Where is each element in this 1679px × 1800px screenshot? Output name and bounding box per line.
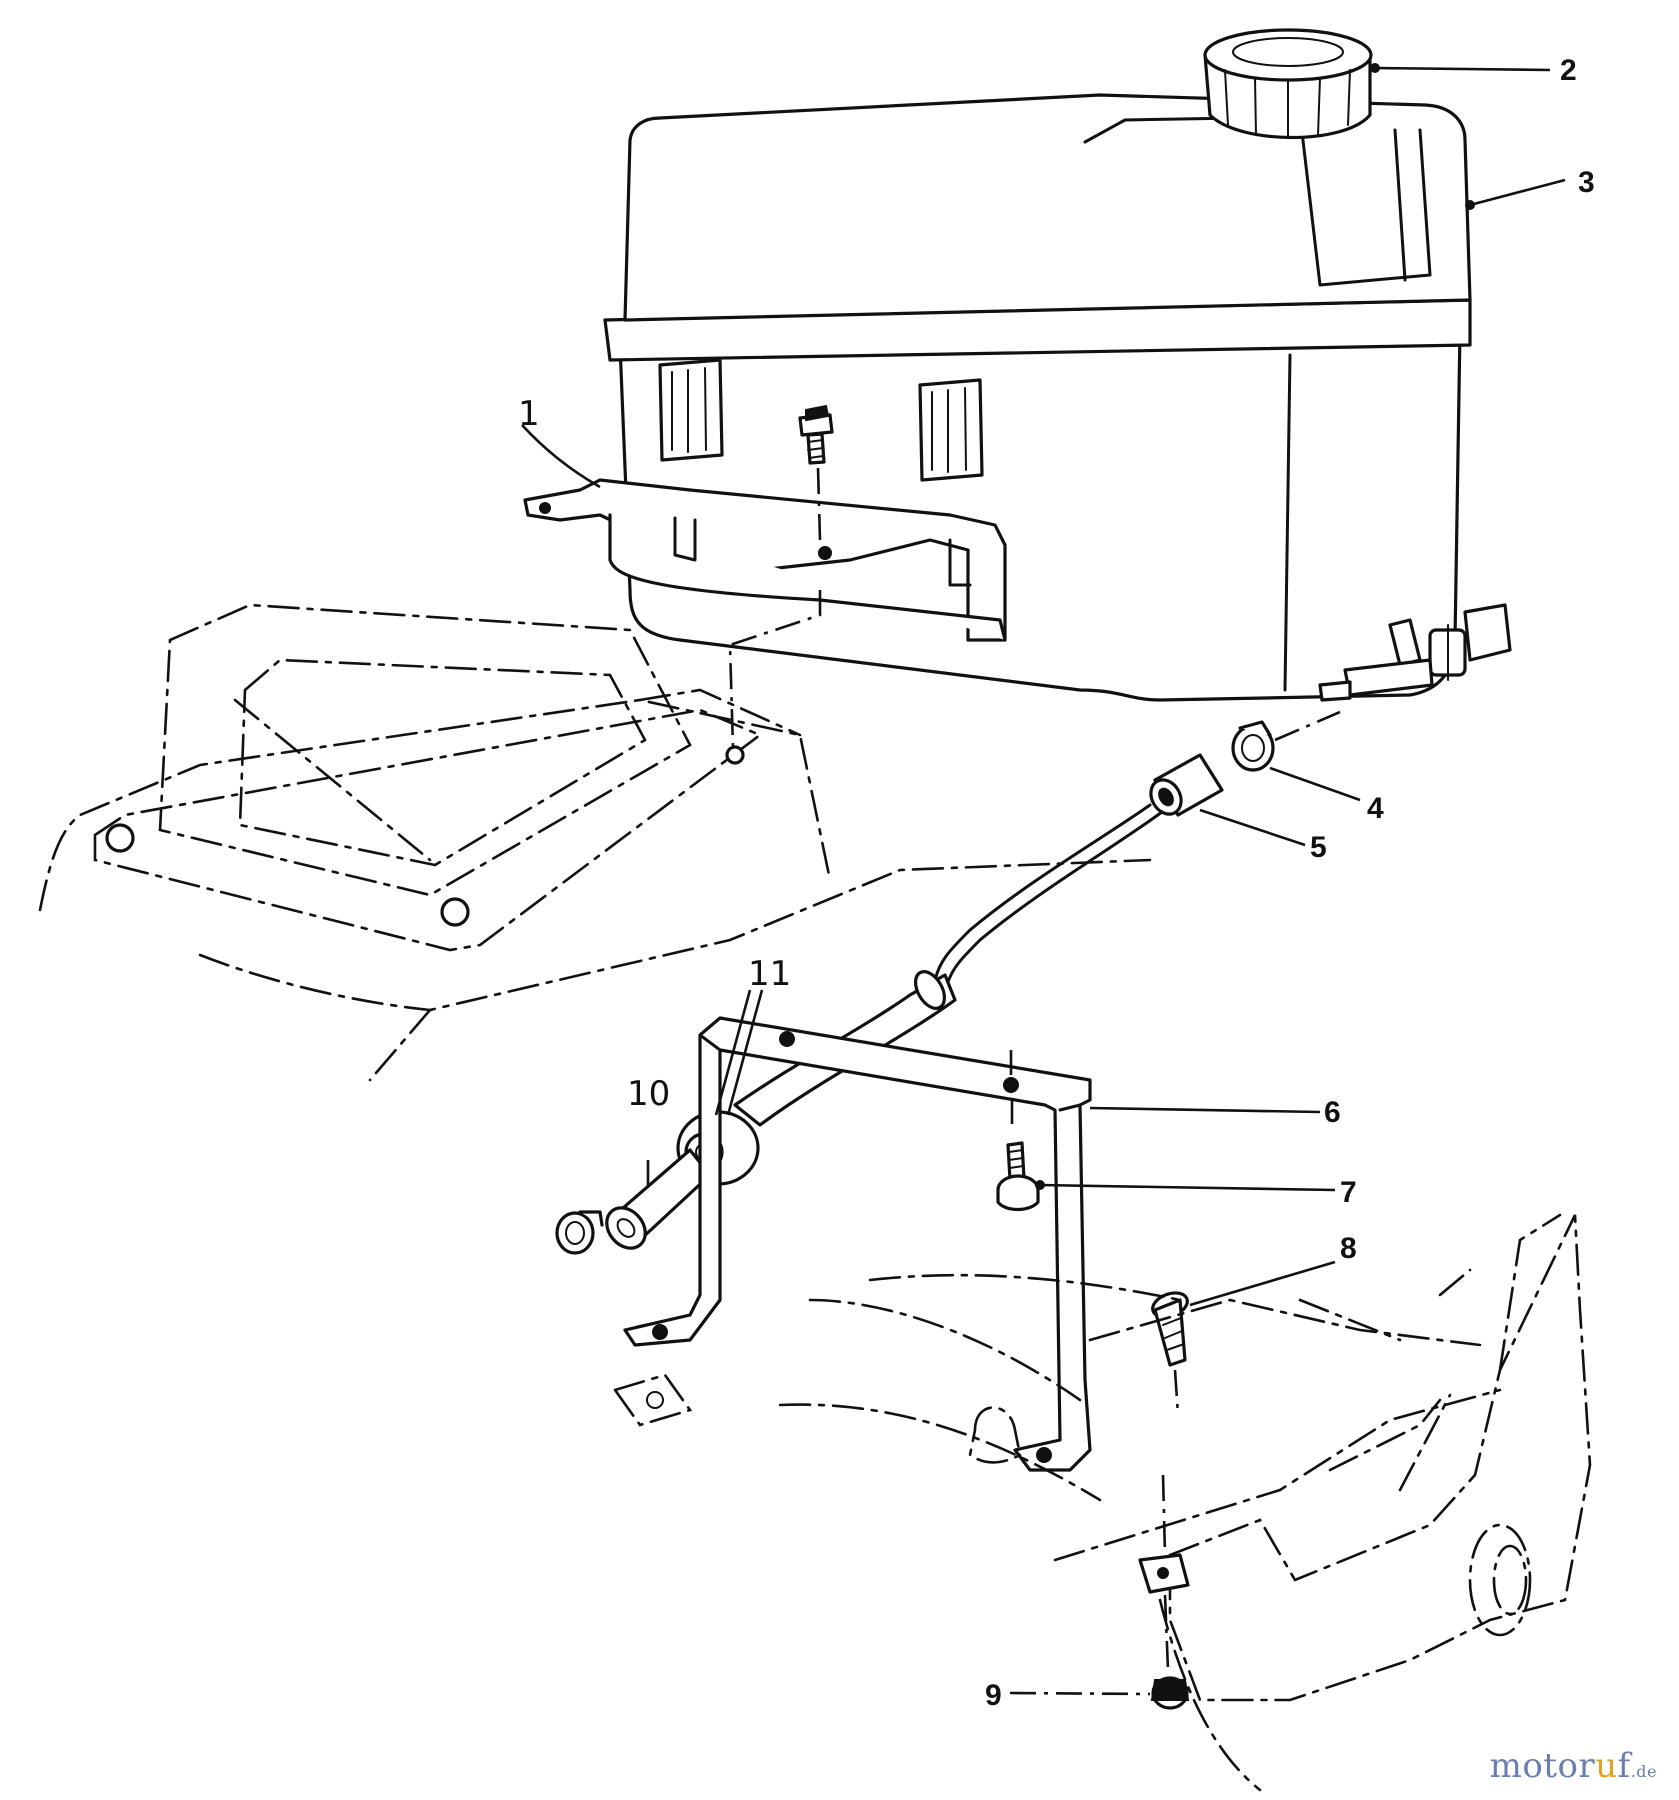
outlet-hose-clamp <box>555 1210 604 1255</box>
deck-bolt <box>105 823 135 853</box>
chassis-outline <box>778 1273 1502 1792</box>
deck-bolt <box>1151 1291 1189 1367</box>
tank-screw <box>798 404 834 465</box>
watermark-prefix: motor <box>1489 1746 1596 1786</box>
fuel-outlet-tube <box>605 1148 712 1250</box>
deck-hole <box>725 745 745 765</box>
callout-4: 4 <box>1367 792 1384 825</box>
tank-mounting-strap <box>523 478 1007 642</box>
mower-deck-outline <box>38 688 1152 1082</box>
callout-8: 8 <box>1340 1232 1357 1265</box>
side-plate <box>1168 1213 1592 1702</box>
callout-10: 10 <box>627 1074 670 1114</box>
callout-1: 1 <box>518 394 540 434</box>
bracket-bolt <box>996 1141 1040 1212</box>
lock-nut <box>1150 1676 1190 1710</box>
deck-bolt <box>440 897 470 927</box>
watermark-tld: .de <box>1630 1762 1657 1781</box>
callout-6: 6 <box>1324 1096 1341 1129</box>
callout-3: 3 <box>1578 166 1595 199</box>
weld-plate <box>1138 1553 1190 1594</box>
hose-clamp <box>1231 720 1275 772</box>
fuel-cap <box>1203 28 1373 140</box>
fuel-line <box>933 803 1164 987</box>
callout-9: 9 <box>985 1679 1002 1712</box>
fuel-line-sleeve <box>1149 753 1224 817</box>
fuel-shutoff-valve <box>1318 603 1512 702</box>
tank-tab <box>918 378 984 482</box>
watermark-suffix: f <box>1617 1746 1631 1786</box>
callout-5: 5 <box>1310 831 1327 864</box>
callout-numbers: 1 2 3 4 5 6 7 8 9 10 11 <box>518 54 1595 1712</box>
engine-cover <box>93 603 763 952</box>
site-watermark: motoruf.de <box>1490 1746 1657 1786</box>
tank-tab <box>658 358 724 462</box>
tank-support-bracket <box>623 1016 1092 1472</box>
callout-2: 2 <box>1560 54 1577 87</box>
watermark-accent: u <box>1595 1746 1618 1786</box>
fuel-tank <box>603 28 1512 702</box>
leader-lines <box>521 63 1566 1696</box>
weld-nut-plate <box>612 1373 693 1427</box>
callout-7: 7 <box>1340 1176 1357 1209</box>
callout-11: 11 <box>748 954 791 994</box>
deck-knob <box>968 1406 1022 1464</box>
